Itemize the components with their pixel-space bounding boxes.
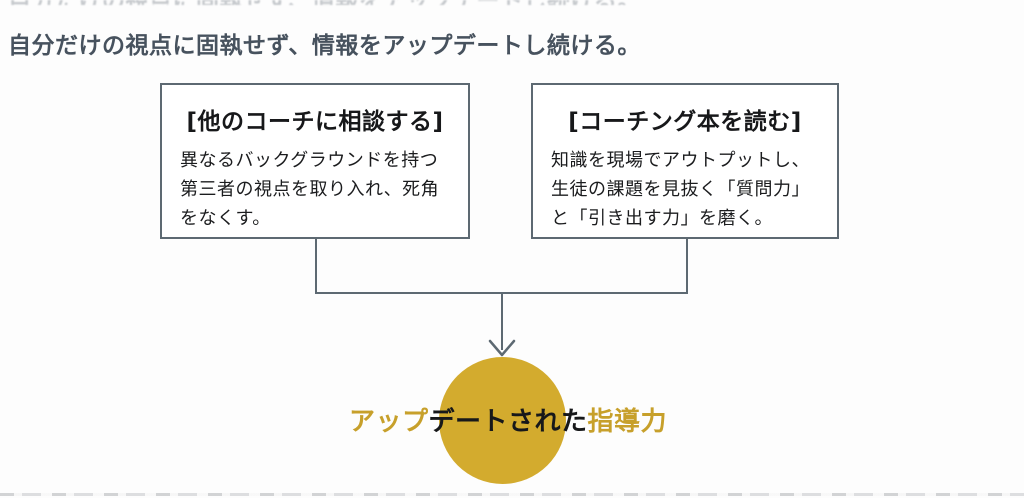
page-title: 自分だけの視点に固執せず、情報をアップデートし続ける。 bbox=[8, 33, 641, 60]
option-body: 知識を現場でアウトプットし、生徒の課題を見抜く「質問力」と「引き出す力」を磨く。 bbox=[551, 150, 810, 230]
result-label-segment-gold-right: 指導力 bbox=[587, 407, 668, 437]
result-circle bbox=[439, 357, 566, 484]
top-edge-artifact: 自分だけの視点に固執せず、情報をアップデートし続ける。 bbox=[8, 0, 628, 5]
arrow-down-icon bbox=[488, 339, 516, 357]
option-box-consult-coach: [他のコーチに相談する] 異なるバックグラウンドを持つ第三者の視点を取り入れ、死… bbox=[160, 83, 470, 239]
result-label-segment-gold-left: アップ bbox=[348, 407, 429, 437]
option-heading: [コーチング本を読む] bbox=[568, 109, 802, 135]
option-body: 異なるバックグラウンドを持つ第三者の視点を取り入れ、死角をなくす。 bbox=[180, 150, 440, 230]
bottom-edge-artifact bbox=[0, 493, 1024, 496]
result-label: アップデートされた指導力 bbox=[340, 401, 676, 438]
option-box-read-book: [コーチング本を読む] 知識を現場でアウトプットし、生徒の課題を見抜く「質問力」… bbox=[531, 83, 839, 239]
option-heading: [他のコーチに相談する] bbox=[186, 109, 444, 135]
result-label-segment-dark-middle: デートされた bbox=[428, 407, 588, 437]
